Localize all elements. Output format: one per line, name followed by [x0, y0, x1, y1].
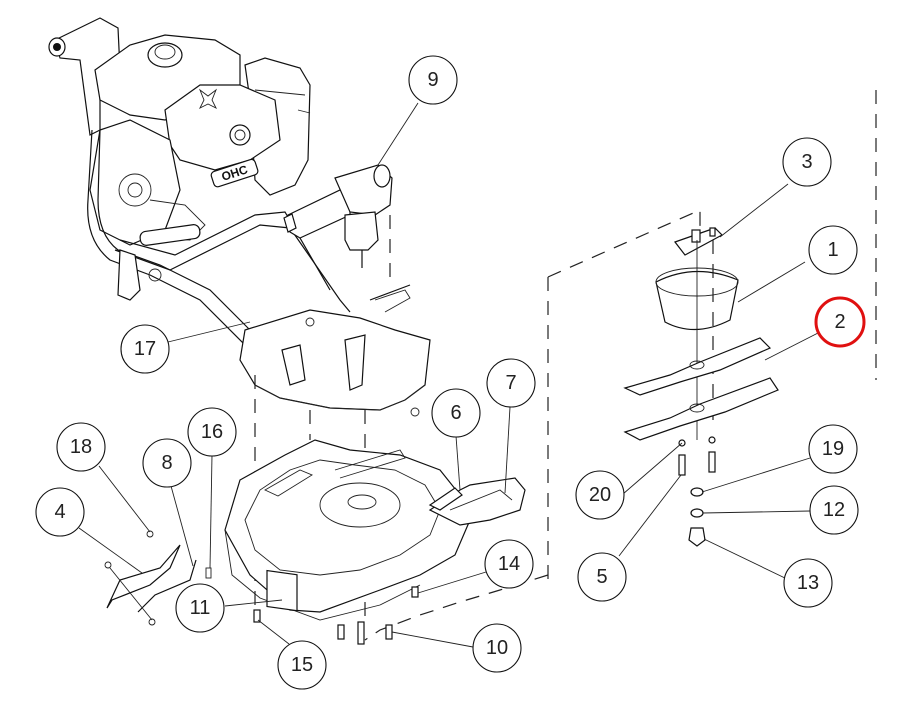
callout-1: 1 — [808, 225, 858, 275]
gearbox-part-9 — [283, 164, 393, 280]
mower-deck — [224, 439, 471, 621]
callout-circle — [120, 324, 170, 374]
callout-circle — [35, 487, 85, 537]
callout-17: 17 — [120, 324, 170, 374]
callout-18: 18 — [56, 422, 106, 472]
callout-circle — [277, 640, 327, 690]
callout-3: 3 — [782, 137, 832, 187]
callout-6: 6 — [431, 388, 481, 438]
callout-label: 14 — [498, 553, 520, 575]
callout-7: 7 — [486, 358, 536, 408]
callout-4: 4 — [35, 487, 85, 537]
engine-assembly: OHC — [48, 17, 351, 381]
callout-circle — [575, 470, 625, 520]
callout-14: 14 — [484, 539, 534, 589]
callout-9: 9 — [408, 55, 458, 105]
callout-circle — [472, 623, 522, 673]
callout-11: 11 — [175, 583, 225, 633]
callout-circle — [408, 55, 458, 105]
callout-label: 20 — [589, 484, 611, 506]
callout-circle — [808, 424, 858, 474]
callout-label: 16 — [201, 421, 223, 443]
callout-label: 13 — [797, 572, 819, 594]
callout-circle — [783, 558, 833, 608]
side-flap-parts — [104, 530, 212, 626]
deck-plate — [239, 284, 431, 620]
discharge-chute — [428, 477, 526, 526]
callout-circle — [142, 438, 192, 488]
callout-15: 15 — [277, 640, 327, 690]
callout-label: 17 — [134, 338, 156, 360]
callout-circle — [577, 552, 627, 602]
callout-circle — [187, 407, 237, 457]
blade-assembly — [623, 227, 779, 441]
callout-circle — [809, 485, 859, 535]
callout-label: 4 — [54, 501, 65, 523]
callout-label: 2 — [834, 311, 845, 333]
callout-label: 8 — [161, 452, 172, 474]
callout-2: 2 — [814, 296, 866, 348]
callout-circle — [175, 583, 225, 633]
callout-label: 10 — [486, 637, 508, 659]
callout-label: 11 — [190, 597, 211, 619]
callout-20: 20 — [575, 470, 625, 520]
hardware-stack — [253, 436, 716, 645]
assembly-boundary — [364, 90, 877, 641]
callout-circle — [808, 225, 858, 275]
callout-label: 5 — [596, 566, 607, 588]
callout-circle — [431, 388, 481, 438]
callout-label: 12 — [823, 499, 845, 521]
callout-13: 13 — [783, 558, 833, 608]
callout-12: 12 — [809, 485, 859, 535]
callout-label: 19 — [822, 438, 844, 460]
callout-10: 10 — [472, 623, 522, 673]
callout-8: 8 — [142, 438, 192, 488]
callout-19: 19 — [808, 424, 858, 474]
callout-label: 1 — [827, 239, 838, 261]
callout-label: 3 — [801, 151, 812, 173]
callout-circle — [486, 358, 536, 408]
callout-5: 5 — [577, 552, 627, 602]
callout-circle — [484, 539, 534, 589]
callout-circle — [782, 137, 832, 187]
callout-label: 15 — [291, 654, 313, 676]
leader-lines — [78, 102, 819, 648]
callout-16: 16 — [187, 407, 237, 457]
callout-label: 7 — [505, 372, 516, 394]
highlight-circle — [814, 296, 866, 348]
callout-label: 9 — [427, 69, 438, 91]
callout-label: 6 — [450, 402, 461, 424]
callout-label: 18 — [70, 436, 92, 458]
callout-circle — [56, 422, 106, 472]
